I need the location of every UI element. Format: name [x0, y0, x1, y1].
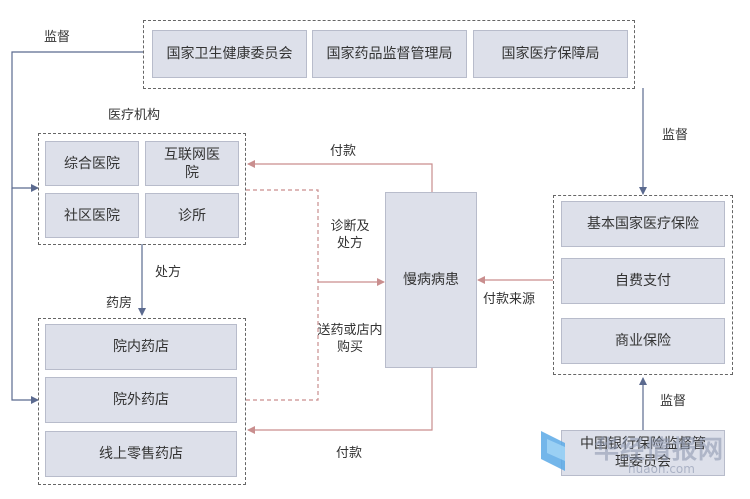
- pharmacy-out-hospital: 院外药店: [45, 377, 237, 423]
- regulator-nhsa: 国家医疗保障局: [473, 30, 628, 78]
- payment-self-pay: 自费支付: [561, 258, 725, 304]
- pharmacy-online: 线上零售药店: [45, 431, 237, 477]
- pharmacy-title: 药房: [106, 296, 133, 311]
- pharmacy-group: [38, 318, 246, 485]
- pay-bottom-line: [247, 368, 433, 434]
- supervise-left-line-2: [11, 188, 39, 404]
- institution-general-hospital: 综合医院: [45, 141, 139, 186]
- watermark-logo-svg: [541, 431, 565, 471]
- watermark-main-text: 华经情报网: [594, 435, 725, 464]
- medical-institutions-group: [38, 133, 246, 245]
- pharmacy-in-hospital: 院内药店: [45, 324, 237, 370]
- institution-community-hospital: 社区医院: [45, 193, 139, 238]
- payment-basic-insurance: 基本国家医疗保险: [561, 201, 725, 247]
- institution-clinic: 诊所: [145, 193, 239, 238]
- watermark-sub-text: huaon.com: [628, 462, 695, 476]
- medical-institutions-title: 医疗机构: [108, 108, 161, 123]
- insurance-regulator-label: 中国银行保险监督管理委员会: [580, 436, 706, 470]
- institution-internet-hospital-label: 互联网医院: [164, 146, 220, 181]
- diagnosis-dashed-line: [246, 189, 319, 401]
- pay-bottom-label: 付款: [336, 446, 363, 461]
- pay-top-line: [247, 160, 433, 192]
- regulator-nmpa: 国家药品监督管理局: [312, 30, 467, 78]
- payment-sources-group: [553, 195, 733, 375]
- supervise-left-line: [11, 51, 143, 192]
- supervise-bottom-label: 监督: [660, 394, 687, 409]
- regulator-nhc: 国家卫生健康委员会: [152, 30, 307, 78]
- watermark-logo-icon: [541, 431, 565, 471]
- supervise-left-label: 监督: [44, 30, 71, 45]
- diagnosis-label: 诊断及处方: [330, 219, 370, 251]
- delivery-label: 送药或店内购买: [317, 323, 383, 355]
- patient-box: 慢病病患: [385, 192, 477, 368]
- prescription-label: 处方: [155, 265, 182, 280]
- payment-source-label: 付款来源: [483, 292, 536, 307]
- supervise-right-label: 监督: [662, 128, 689, 143]
- insurance-regulator-box: 中国银行保险监督管理委员会: [561, 430, 725, 476]
- payment-commercial-insurance: 商业保险: [561, 318, 725, 364]
- regulators-group: [143, 20, 635, 89]
- institution-internet-hospital: 互联网医院: [145, 141, 239, 186]
- pay-top-label: 付款: [330, 144, 357, 159]
